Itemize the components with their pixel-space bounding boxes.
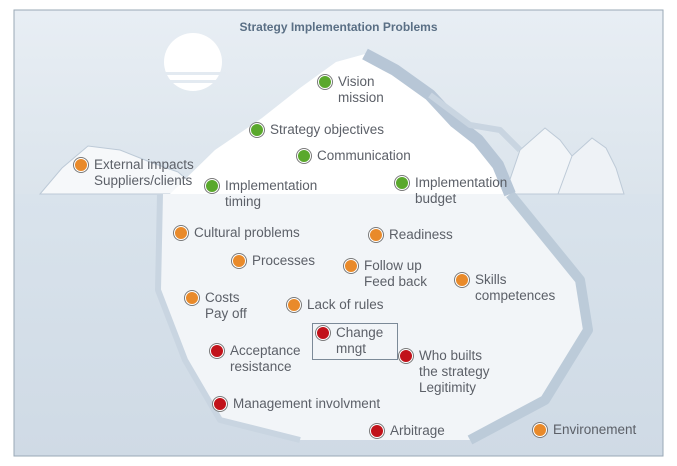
- item-arbitrage: Arbitrage: [370, 423, 445, 439]
- item-label: Processes: [252, 253, 316, 268]
- item-budget: Implementation budget: [395, 175, 507, 207]
- item-processes: Processes: [232, 253, 315, 269]
- item-label: Implementation budget: [415, 175, 508, 206]
- item-label: Acceptance resistance: [230, 343, 301, 374]
- green-circle-icon: [297, 149, 311, 163]
- item-acceptance: Acceptance resistance: [210, 343, 301, 375]
- orange-circle-icon: [533, 423, 547, 437]
- item-label: Environement: [553, 422, 637, 437]
- item-label: Management involvment: [233, 396, 381, 411]
- item-objectives: Strategy objectives: [250, 122, 384, 138]
- item-external: External impacts Suppliers/clients: [74, 157, 194, 189]
- item-label: Strategy objectives: [270, 122, 385, 137]
- item-management: Management involvment: [213, 396, 380, 412]
- item-followup: Follow up Feed back: [344, 258, 427, 290]
- iceberg-underwater-edge: [467, 190, 593, 445]
- item-label: External impacts Suppliers/clients: [94, 157, 194, 188]
- item-label: Who builts the strategy Legitimity: [419, 348, 490, 395]
- red-circle-icon: [316, 326, 330, 340]
- item-label: Implementation timing: [225, 178, 318, 209]
- green-circle-icon: [318, 75, 332, 89]
- item-cultural: Cultural problems: [174, 225, 300, 241]
- item-costs: Costs Pay off: [185, 290, 247, 322]
- item-label: Lack of rules: [307, 297, 384, 312]
- item-rules: Lack of rules: [287, 297, 384, 313]
- green-circle-icon: [250, 123, 264, 137]
- iceberg-tip: [170, 54, 510, 194]
- item-label: Vision mission: [338, 74, 384, 105]
- item-readiness: Readiness: [369, 227, 453, 243]
- item-label: Skills competences: [475, 272, 556, 303]
- iceberg-tip-ridge: [428, 92, 523, 153]
- green-circle-icon: [395, 176, 409, 190]
- frame: [13, 9, 664, 457]
- item-label: Communication: [317, 148, 411, 163]
- orange-circle-icon: [455, 273, 469, 287]
- item-whobuilt: Who builts the strategy Legitimity: [399, 348, 490, 396]
- item-label: Change mngt: [336, 325, 384, 356]
- item-label: Follow up Feed back: [364, 258, 428, 289]
- red-circle-icon: [399, 349, 413, 363]
- right-ice-floe-2: [557, 137, 625, 195]
- orange-circle-icon: [344, 259, 358, 273]
- green-circle-icon: [205, 179, 219, 193]
- item-label: Readiness: [389, 227, 453, 242]
- orange-circle-icon: [287, 298, 301, 312]
- red-circle-icon: [210, 344, 224, 358]
- item-communication: Communication: [297, 148, 411, 164]
- orange-circle-icon: [232, 254, 246, 268]
- iceberg-tip-shadow: [362, 48, 516, 197]
- red-circle-icon: [213, 397, 227, 411]
- sun: [160, 33, 226, 91]
- item-change: Change mngt: [312, 323, 399, 360]
- orange-circle-icon: [185, 291, 199, 305]
- orange-circle-icon: [369, 228, 383, 242]
- item-label: Costs Pay off: [205, 290, 247, 321]
- red-circle-icon: [370, 424, 384, 438]
- item-timing: Implementation timing: [205, 178, 317, 210]
- item-label: Arbitrage: [390, 423, 445, 438]
- iceberg-underwater-left-edge: [155, 193, 301, 443]
- orange-circle-icon: [74, 158, 88, 172]
- diagram-title: Strategy Implementation Problems: [239, 20, 438, 34]
- item-label: Cultural problems: [194, 225, 300, 240]
- orange-circle-icon: [174, 226, 188, 240]
- item-skills: Skills competences: [455, 272, 555, 304]
- iceberg-underwater: [158, 194, 588, 440]
- item-environment: Environement: [533, 422, 636, 438]
- item-vision: Vision mission: [318, 74, 384, 106]
